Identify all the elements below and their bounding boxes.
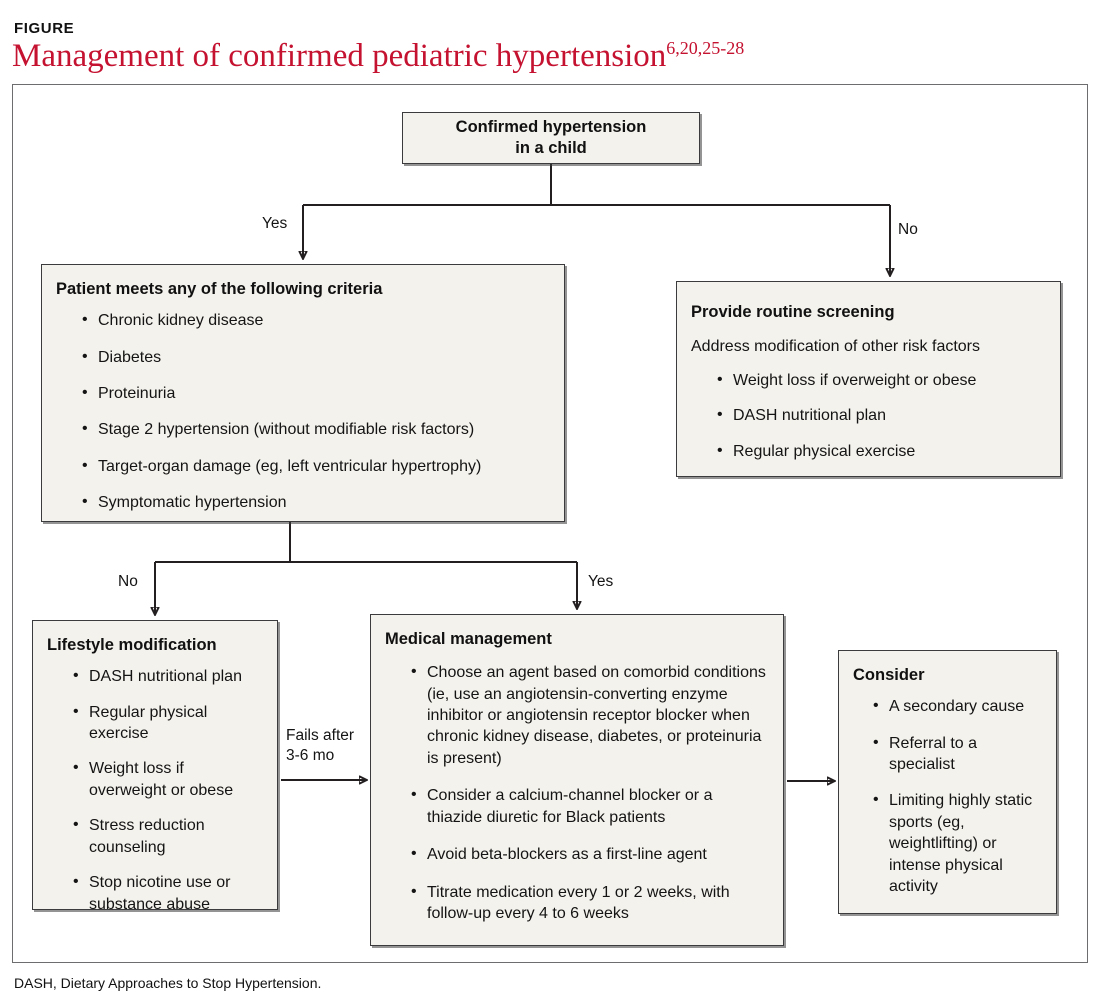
node-medical-heading: Medical management: [385, 630, 552, 648]
node-confirmed-hypertension[interactable]: Confirmed hypertension in a child: [402, 112, 700, 164]
node-medical-management[interactable]: Medical management Choose an agent based…: [370, 614, 784, 946]
list-item: Titrate medication every 1 or 2 weeks, w…: [411, 881, 767, 925]
node-confirmed-heading-line2: in a child: [515, 139, 587, 157]
node-lifestyle-heading: Lifestyle modification: [47, 636, 217, 654]
list-item: A secondary cause: [873, 695, 1040, 717]
node-patient-criteria[interactable]: Patient meets any of the following crite…: [41, 264, 565, 522]
node-criteria-list: Chronic kidney disease Diabetes Proteinu…: [56, 309, 548, 514]
node-criteria-heading: Patient meets any of the following crite…: [56, 280, 383, 298]
edge-label-fails-after: Fails after 3-6 mo: [286, 726, 370, 765]
node-screening-heading: Provide routine screening: [691, 303, 895, 321]
list-item: Limiting highly static sports (eg, weigh…: [873, 789, 1040, 897]
list-item: Stress reduction counseling: [73, 814, 261, 858]
page-title: Management of confirmed pediatric hypert…: [12, 38, 744, 75]
node-screening-subline: Address modification of other risk facto…: [691, 338, 981, 356]
page-title-text: Management of confirmed pediatric hypert…: [12, 38, 667, 74]
node-medical-list: Choose an agent based on comorbid condit…: [385, 661, 767, 925]
list-item: Stop nicotine use or substance abuse: [73, 871, 261, 915]
edge-label-yes-top: Yes: [262, 215, 288, 232]
figure-footnote: DASH, Dietary Approaches to Stop Hyperte…: [14, 975, 322, 991]
edge-label-yes-mid: Yes: [588, 573, 614, 590]
list-item: Proteinuria: [82, 382, 548, 404]
node-consider-heading: Consider: [853, 666, 925, 684]
edge-label-fails-line2: 3-6 mo: [286, 746, 335, 764]
list-item: Consider a calcium-channel blocker or a …: [411, 784, 767, 828]
list-item: Diabetes: [82, 346, 548, 368]
node-lifestyle-modification[interactable]: Lifestyle modification DASH nutritional …: [32, 620, 278, 913]
list-item: Stage 2 hypertension (without modifiable…: [82, 418, 548, 440]
list-item: Symptomatic hypertension: [82, 491, 548, 513]
node-confirmed-heading-line1: Confirmed hypertension: [455, 117, 647, 136]
node-lifestyle-list: DASH nutritional plan Regular physical e…: [47, 665, 261, 915]
list-item: DASH nutritional plan: [717, 404, 1044, 426]
node-screening-list: Weight loss if overweight or obese DASH …: [691, 369, 1044, 462]
list-item: DASH nutritional plan: [73, 665, 261, 687]
edge-label-no-mid: No: [118, 573, 138, 590]
node-consider-list: A secondary cause Referral to a speciali…: [853, 695, 1040, 898]
list-item: Weight loss if overweight or obese: [73, 757, 261, 801]
list-item: Regular physical exercise: [73, 701, 261, 745]
list-item: Avoid beta-blockers as a first-line agen…: [411, 843, 767, 865]
list-item: Chronic kidney disease: [82, 309, 548, 331]
node-provide-routine-screening[interactable]: Provide routine screening Address modifi…: [676, 281, 1061, 477]
figure-label: FIGURE: [14, 20, 75, 37]
node-confirmed-heading: Confirmed hypertension in a child: [456, 117, 647, 159]
list-item: Choose an agent based on comorbid condit…: [411, 661, 767, 769]
node-consider[interactable]: Consider A secondary cause Referral to a…: [838, 650, 1057, 914]
list-item: Target-organ damage (eg, left ventricula…: [82, 455, 548, 477]
title-references: 6,20,25-28: [666, 38, 745, 58]
list-item: Referral to a specialist: [873, 732, 1040, 776]
edge-label-no-top: No: [898, 221, 918, 238]
list-item: Weight loss if overweight or obese: [717, 369, 1044, 391]
list-item: Regular physical exercise: [717, 440, 1044, 462]
edge-label-fails-line1: Fails after: [286, 727, 355, 744]
